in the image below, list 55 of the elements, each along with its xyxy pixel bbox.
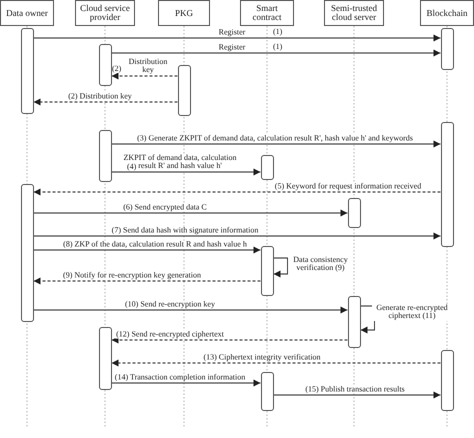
dashed-arrow <box>111 336 348 344</box>
participant-box: Cloud service provider <box>75 0 135 26</box>
activation-bar <box>440 28 454 70</box>
edge-label: (8) ZKP of the data, calculation result R and hash value h <box>62 240 248 249</box>
activation-bar <box>20 184 34 322</box>
participant-box: Data owner <box>0 0 54 26</box>
activation-bar <box>440 350 454 411</box>
dashed-arrow <box>33 278 261 284</box>
dashed-arrow <box>111 360 441 366</box>
arrow <box>273 258 288 278</box>
edge-label: (7) Send data hash with signature information <box>110 226 260 235</box>
edge-label: Register <box>218 28 246 37</box>
arrow <box>33 210 348 216</box>
edge-label: (12) Send re-encrypted ciphertext <box>115 330 225 339</box>
activation-bar <box>348 198 360 228</box>
arrow <box>33 232 441 240</box>
arrow <box>111 140 441 148</box>
edge-label: (14) Transaction completion information <box>114 374 246 382</box>
arrow <box>111 380 261 386</box>
arrow <box>111 50 441 56</box>
arrow <box>33 306 348 314</box>
arrow <box>33 246 261 254</box>
activation-bar <box>98 327 112 390</box>
participant-box: Smart contract <box>240 0 294 26</box>
activation-bar <box>260 372 274 411</box>
participant-box: Semi-trusted cloud server <box>324 0 384 26</box>
activation-bar <box>98 130 112 182</box>
activation-bar <box>348 296 360 348</box>
edge-label: (3) Generate ZKPIT of demand data, calculation result R', hash value h' and keywords <box>136 134 414 143</box>
edge-label: (5) Keyword for request information received <box>274 182 422 191</box>
participant-box: PKG <box>158 0 210 26</box>
arrow <box>273 392 441 398</box>
edge-label: (13) Ciphertext integrity verification <box>202 354 322 362</box>
step-number: (2) <box>112 65 122 73</box>
edge-label: (9) Notify for re-encryption key generation <box>62 272 202 280</box>
edge-label: (10) Send re-encryption key <box>124 300 216 309</box>
step-number: (1) <box>273 28 282 36</box>
activation-bar <box>260 246 274 296</box>
arrow <box>111 168 261 176</box>
arrow <box>33 34 441 42</box>
participant-box: Blockchain <box>420 0 474 26</box>
activation-bar <box>98 44 112 86</box>
dashed-arrow <box>111 72 178 80</box>
activation-bar <box>260 155 274 180</box>
dashed-arrow <box>33 188 441 196</box>
edge-label: (6) Send encrypted data C <box>122 204 208 212</box>
activation-bar <box>178 65 190 116</box>
edge-label: (2) Distribution key <box>67 92 133 101</box>
edge-label: Register <box>218 44 246 52</box>
activation-bar <box>20 28 34 114</box>
dashed-arrow <box>33 98 178 106</box>
step-number: (1) <box>273 43 282 51</box>
activation-bar <box>440 122 454 247</box>
step-number: (4) <box>127 163 136 171</box>
edge-label: (15) Publish transaction results <box>304 386 406 394</box>
